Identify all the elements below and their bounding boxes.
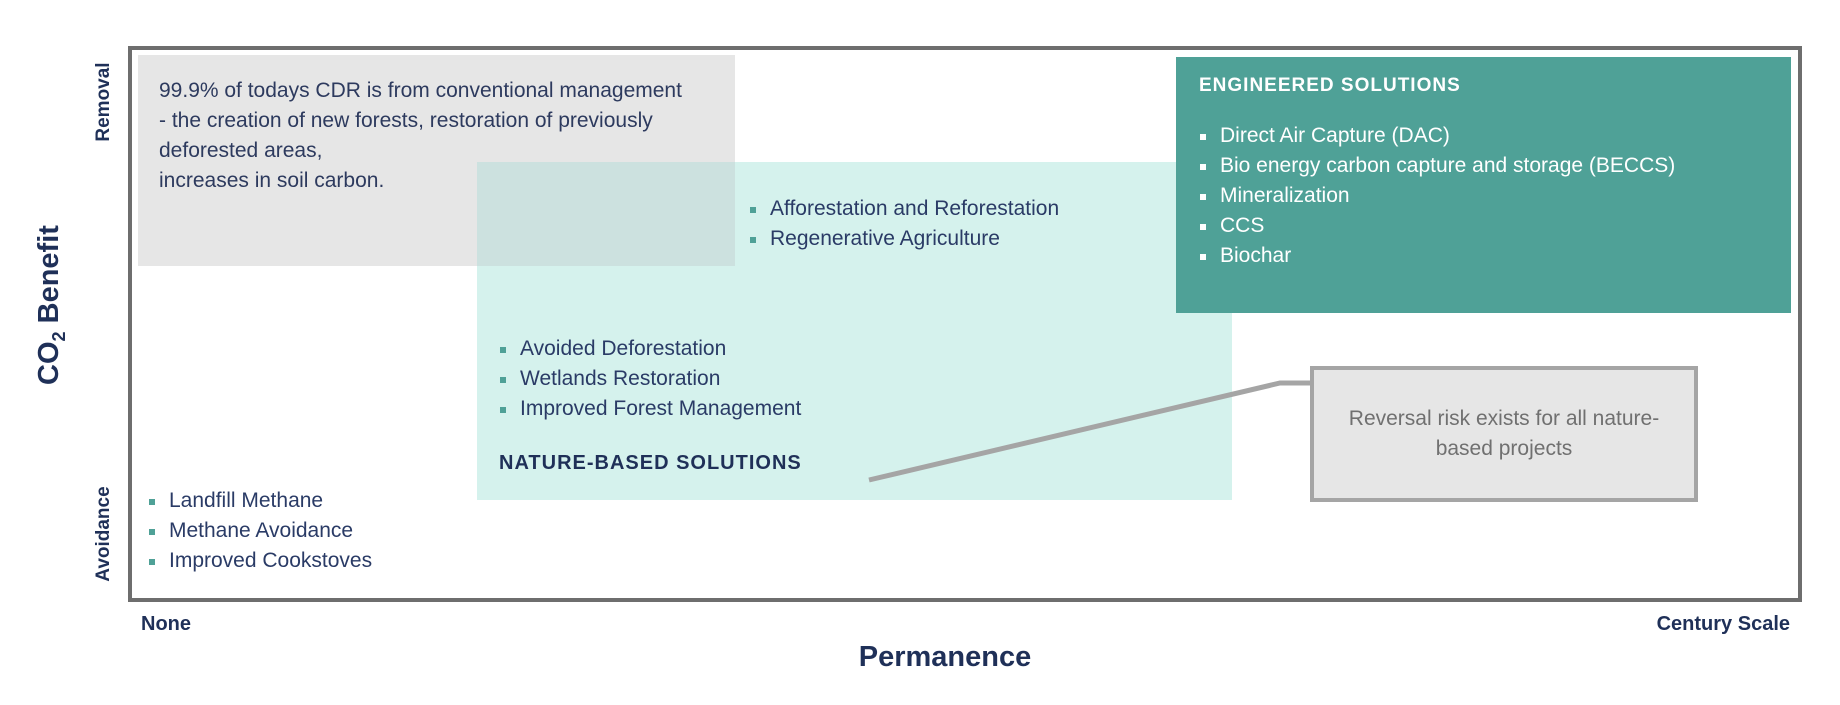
list-item: Direct Air Capture (DAC) bbox=[1200, 121, 1675, 151]
list-item: Landfill Methane bbox=[149, 486, 372, 516]
list-item: Wetlands Restoration bbox=[500, 364, 801, 394]
y-label-prefix: CO bbox=[33, 341, 65, 385]
x-axis-label: Permanence bbox=[858, 641, 1032, 673]
y-axis-label: CO2 Benefit bbox=[33, 205, 69, 405]
reversal-risk-callout: Reversal risk exists for all nature-base… bbox=[1310, 366, 1698, 502]
plot-frame bbox=[128, 46, 1802, 602]
engineered-title: ENGINEERED SOLUTIONS bbox=[1199, 75, 1461, 96]
engineered-region bbox=[1176, 57, 1791, 313]
nature-based-title: NATURE-BASED SOLUTIONS bbox=[499, 452, 802, 474]
y-label-suffix: Benefit bbox=[33, 225, 65, 332]
y-tick-removal: Removal bbox=[93, 62, 114, 142]
nature-avoidance-list: Avoided Deforestation Wetlands Restorati… bbox=[500, 334, 801, 424]
list-item: Biochar bbox=[1200, 241, 1675, 271]
list-item: Avoided Deforestation bbox=[500, 334, 801, 364]
region-overlap bbox=[477, 162, 735, 266]
nature-removal-list: Afforestation and Reforestation Regenera… bbox=[750, 194, 1059, 254]
list-item: Improved Cookstoves bbox=[149, 546, 372, 576]
list-item: Improved Forest Management bbox=[500, 394, 801, 424]
list-item: Bio energy carbon capture and storage (B… bbox=[1200, 151, 1675, 181]
y-tick-avoidance: Avoidance bbox=[93, 486, 114, 582]
x-tick-century-scale: Century Scale bbox=[1656, 613, 1790, 635]
list-item: CCS bbox=[1200, 211, 1675, 241]
x-tick-none: None bbox=[141, 613, 191, 635]
list-item: Regenerative Agriculture bbox=[750, 224, 1059, 254]
avoidance-list: Landfill Methane Methane Avoidance Impro… bbox=[149, 486, 372, 576]
y-label-subscript: 2 bbox=[48, 331, 69, 342]
conventional-note: 99.9% of todays CDR is from conventional… bbox=[159, 79, 682, 192]
list-item: Mineralization bbox=[1200, 181, 1675, 211]
engineered-list: Direct Air Capture (DAC) Bio energy carb… bbox=[1200, 121, 1675, 271]
list-item: Afforestation and Reforestation bbox=[750, 194, 1059, 224]
list-item: Methane Avoidance bbox=[149, 516, 372, 546]
callout-text: Reversal risk exists for all nature-base… bbox=[1348, 407, 1660, 460]
